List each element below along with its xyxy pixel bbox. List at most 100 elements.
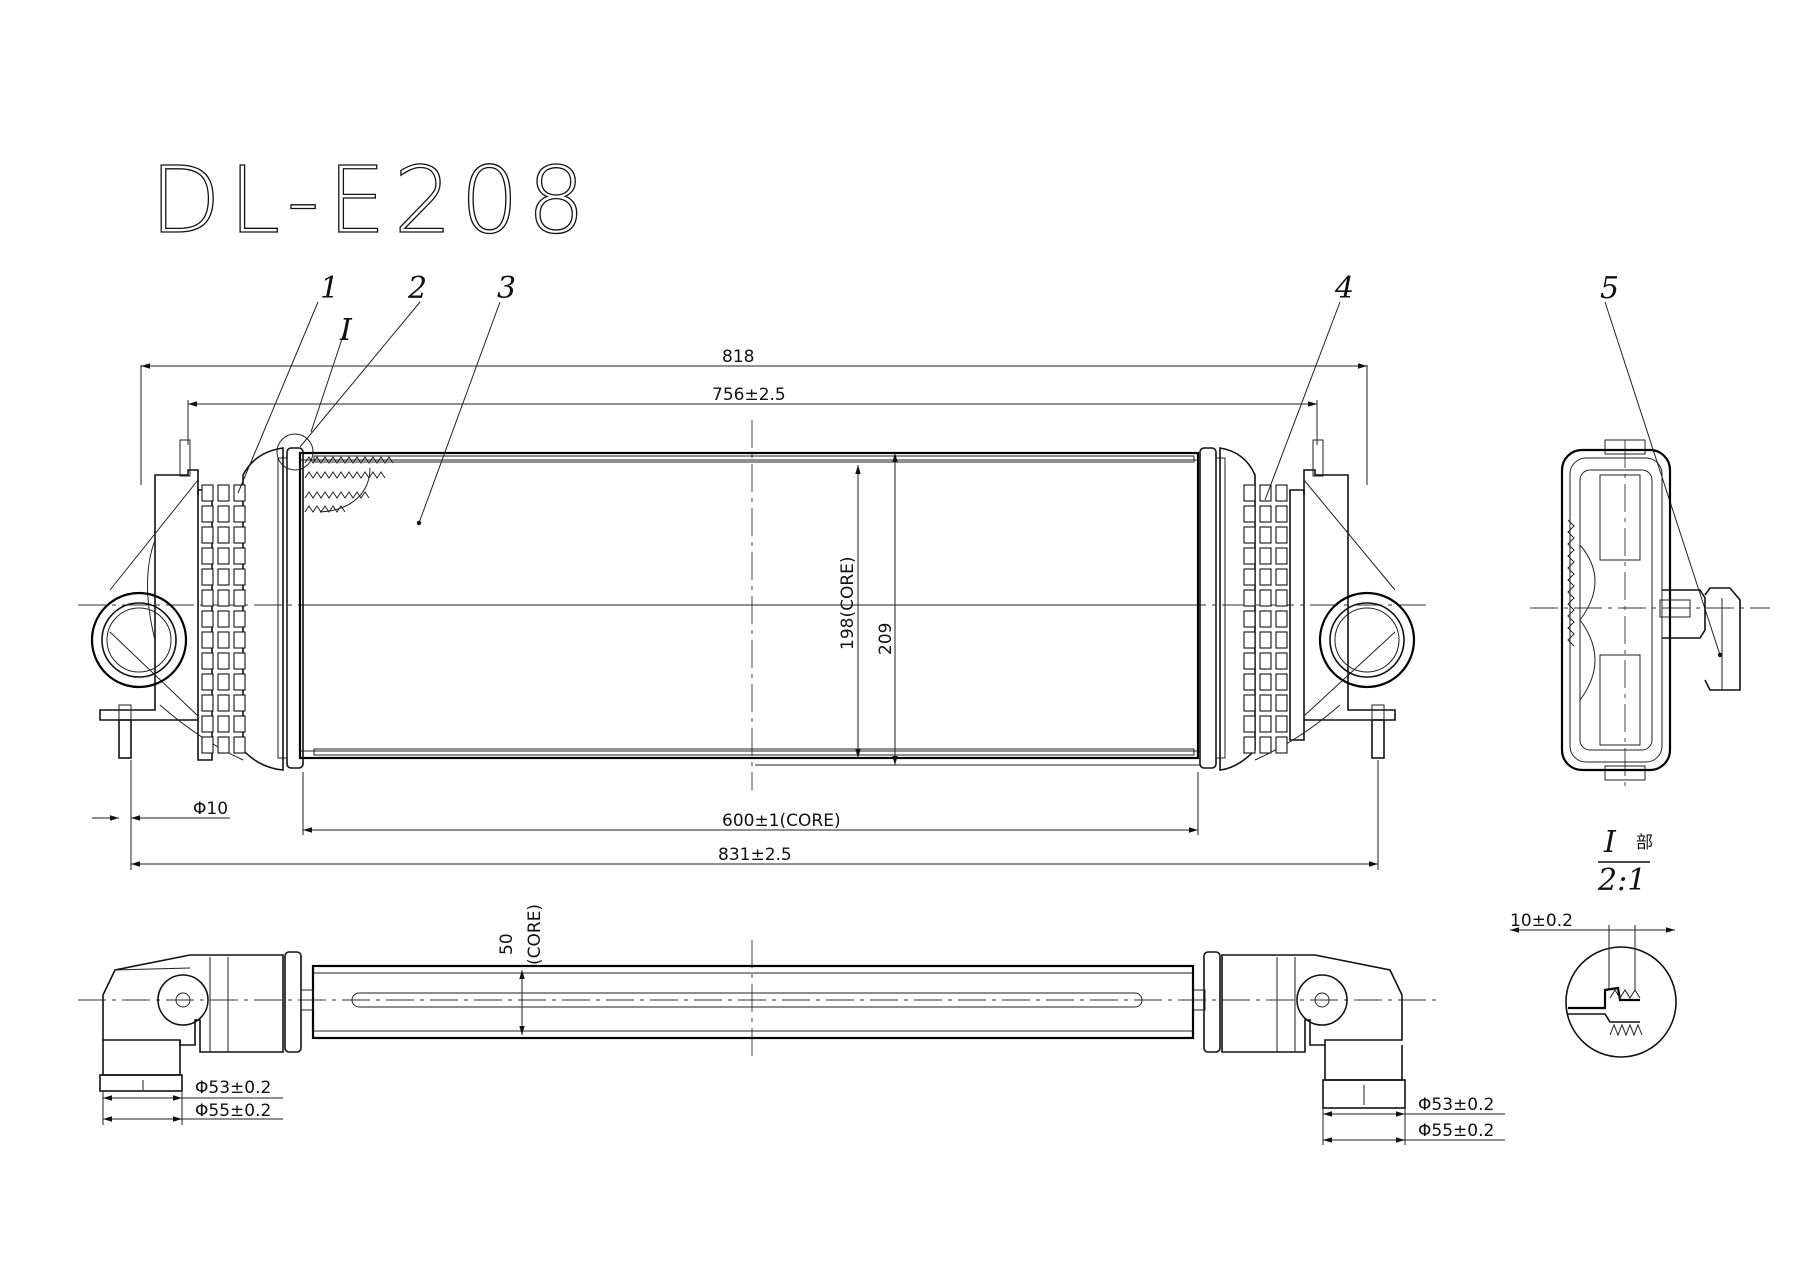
grid-cell — [1259, 484, 1272, 502]
grid-cell — [233, 526, 246, 544]
grid-cell — [1259, 694, 1272, 712]
grid-cell — [233, 610, 246, 628]
grid-cell — [1243, 589, 1256, 607]
grid-cell — [201, 631, 214, 649]
dim-core-height: 198(CORE) — [838, 556, 858, 650]
grid-cell — [201, 484, 214, 502]
grid-cell — [217, 547, 230, 565]
grid-cell — [1259, 736, 1272, 754]
grid-cell — [1275, 484, 1288, 502]
grid-cell — [1275, 652, 1288, 670]
grid-cell — [1259, 505, 1272, 523]
grid-cell — [233, 652, 246, 670]
left-inlet-pipe — [90, 591, 188, 689]
grid-cell — [1243, 505, 1256, 523]
grid-cell — [1243, 547, 1256, 565]
right-tank — [1219, 439, 1396, 771]
detail-title-suffix: 部 — [1636, 833, 1653, 853]
grid-cell — [217, 568, 230, 586]
grid-cell — [1275, 673, 1288, 691]
detail-scale: 2:1 — [1597, 863, 1646, 898]
dim-overall-width: 818 — [722, 347, 754, 367]
grid-cell — [233, 505, 246, 523]
grid-cell — [201, 736, 214, 754]
grid-cell — [201, 652, 214, 670]
grid-cell — [217, 652, 230, 670]
right-inlet-pipe — [1318, 591, 1416, 689]
grid-cell — [1275, 631, 1288, 649]
grid-cell — [1243, 736, 1256, 754]
part-label-1: 1 — [320, 271, 339, 306]
fin-detail — [304, 456, 394, 513]
grid-cell — [233, 736, 246, 754]
grid-cell — [217, 631, 230, 649]
grid-cell — [1275, 589, 1288, 607]
grid-cell — [1275, 505, 1288, 523]
dim-left-inner-dia: Φ53±0.2 — [195, 1078, 271, 1098]
grid-cell — [1243, 484, 1256, 502]
dim-right-outer-dia: Φ55±0.2 — [1418, 1121, 1494, 1141]
right-side-plate — [1199, 447, 1226, 769]
grid-cell — [1243, 673, 1256, 691]
grid-cell — [201, 610, 214, 628]
dim-core-width: 600±1(CORE) — [722, 811, 841, 831]
dim-pin-diameter: Φ10 — [193, 799, 228, 819]
grid-cell — [233, 631, 246, 649]
grid-cell — [201, 547, 214, 565]
grid-cell — [217, 589, 230, 607]
dim-total-length: 831±2.5 — [718, 845, 792, 865]
grid-cell — [217, 694, 230, 712]
grid-cell — [1275, 526, 1288, 544]
detail-marker-circle — [276, 433, 314, 471]
top-dimensions — [102, 970, 1505, 1145]
grid-cell — [1259, 568, 1272, 586]
grid-cell — [233, 484, 246, 502]
front-dimensions — [92, 363, 1379, 870]
grid-cell — [1275, 547, 1288, 565]
grid-cell — [1243, 526, 1256, 544]
grid-cell — [233, 715, 246, 733]
front-view — [78, 420, 1430, 790]
part-label-2: 2 — [407, 271, 427, 306]
grid-cell — [1243, 652, 1256, 670]
grid-cell — [1243, 715, 1256, 733]
grid-cell — [233, 589, 246, 607]
grid-cell — [201, 568, 214, 586]
grid-cell — [1259, 610, 1272, 628]
part-leaders — [237, 301, 1723, 658]
detail-title: I — [1603, 825, 1617, 860]
dim-core-thickness: 50 — [497, 933, 517, 955]
grid-cell — [1275, 736, 1288, 754]
grid-cell — [233, 673, 246, 691]
dim-total-height: 209 — [876, 623, 896, 655]
grid-cell — [1259, 652, 1272, 670]
grid-cell — [1259, 526, 1272, 544]
dim-mount-width: 756±2.5 — [712, 385, 786, 405]
grid-cell — [201, 505, 214, 523]
drawing-title: DL-E208 — [150, 147, 593, 254]
grid-cell — [1243, 631, 1256, 649]
grid-cell — [201, 526, 214, 544]
dim-detail-width: 10±0.2 — [1510, 911, 1573, 931]
left-tank-grid — [201, 484, 246, 754]
grid-cell — [201, 589, 214, 607]
grid-cell — [1275, 694, 1288, 712]
dim-right-inner-dia: Φ53±0.2 — [1418, 1095, 1494, 1115]
grid-cell — [217, 736, 230, 754]
grid-cell — [217, 673, 230, 691]
grid-cell — [1243, 610, 1256, 628]
grid-cell — [233, 547, 246, 565]
part-label-5: 5 — [1600, 271, 1619, 306]
grid-cell — [217, 484, 230, 502]
grid-cell — [201, 673, 214, 691]
grid-cell — [1243, 568, 1256, 586]
grid-cell — [1259, 589, 1272, 607]
detail-ref-label: I — [339, 313, 353, 348]
grid-cell — [201, 694, 214, 712]
grid-cell — [1243, 694, 1256, 712]
core-body — [298, 451, 1200, 760]
grid-cell — [233, 694, 246, 712]
grid-cell — [1259, 631, 1272, 649]
side-view — [1530, 439, 1770, 790]
